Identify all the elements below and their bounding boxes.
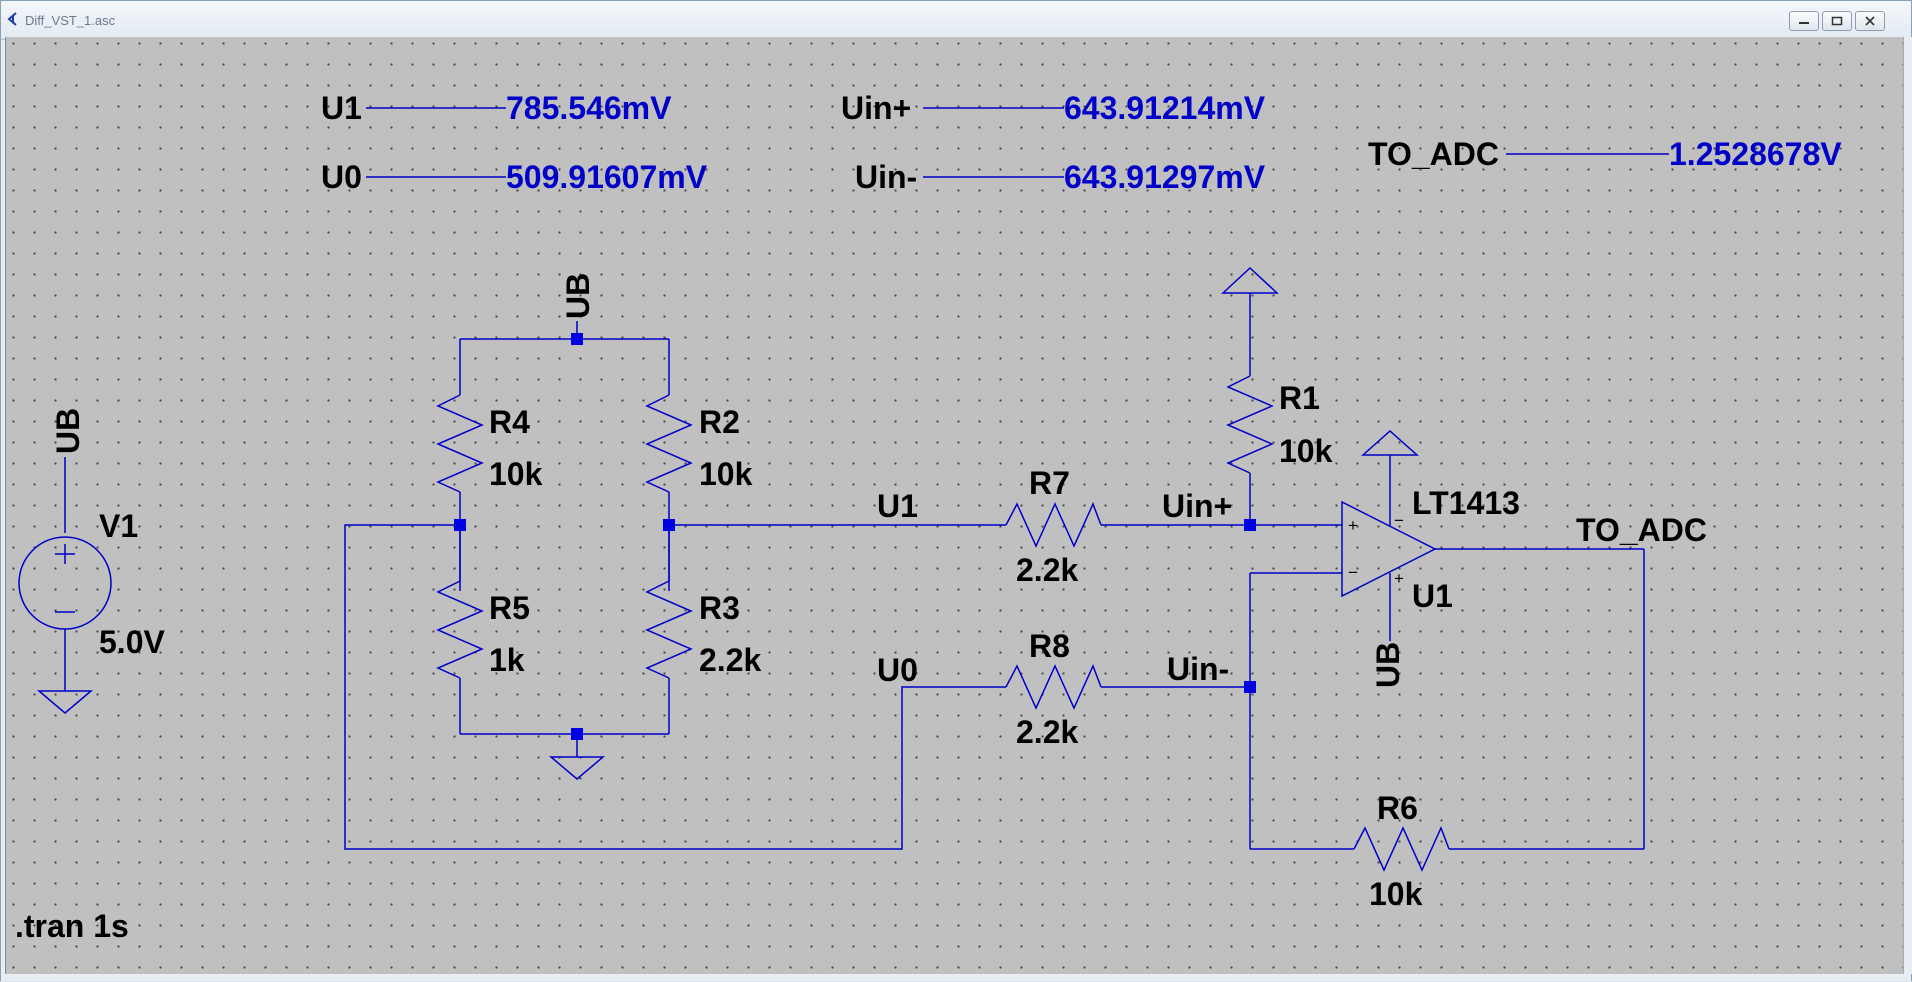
r7-name: R7 (1029, 465, 1070, 501)
r3-value: 2.2k (699, 642, 761, 678)
probe-uin-plus-value: 643.91214mV (1064, 90, 1266, 126)
opamp-pos-supply-sign: + (1394, 569, 1404, 588)
probe-u1-value: 785.546mV (506, 90, 672, 126)
r2-value: 10k (699, 456, 753, 492)
net-label-uin-plus: Uin+ (1162, 488, 1232, 524)
spice-directive[interactable]: .tran 1s (15, 908, 129, 944)
probe-uin-plus-label: Uin+ (841, 90, 911, 126)
r6-name: R6 (1377, 790, 1418, 826)
opamp-name: U1 (1412, 578, 1453, 614)
probe-uin-minus-label: Uin- (855, 159, 917, 195)
probe-to-adc-label: TO_ADC (1368, 136, 1499, 172)
net-label-u0: U0 (877, 652, 918, 688)
window-border-bottom (1, 974, 1911, 981)
ub-label-opamp: UB (1370, 642, 1406, 688)
ub-label-bridge: UB (560, 273, 596, 319)
probe-u0-value: 509.91607mV (506, 159, 708, 195)
probe-to-adc-value: 1.2528678V (1669, 136, 1842, 172)
minimize-button[interactable] (1789, 11, 1819, 31)
supply-arrow-icon (1361, 429, 1419, 456)
r8-value: 2.2k (1016, 714, 1078, 750)
net-label-to-adc: TO_ADC (1576, 512, 1707, 548)
restore-button[interactable] (1822, 11, 1852, 31)
opamp-plus-input-sign: + (1348, 516, 1358, 535)
opamp-symbol[interactable] (1341, 500, 1437, 598)
ltspice-app-icon (7, 12, 17, 26)
r1-resistor[interactable] (1226, 375, 1274, 474)
restore-icon (1831, 16, 1843, 26)
r8-name: R8 (1029, 628, 1070, 664)
opamp-model: LT1413 (1412, 485, 1520, 521)
r5-resistor[interactable] (436, 580, 484, 679)
r5-name: R5 (489, 590, 530, 626)
r4-name: R4 (489, 404, 530, 440)
r1-name: R1 (1279, 380, 1320, 416)
r7-value: 2.2k (1016, 552, 1078, 588)
window-title: Diff_VST_1.asc (25, 13, 116, 28)
r3-name: R3 (699, 590, 740, 626)
schematic-canvas[interactable] (5, 37, 1904, 974)
ground-icon (36, 690, 94, 714)
r7-resistor[interactable] (1005, 502, 1102, 548)
r1-value: 10k (1279, 433, 1333, 469)
v1-name: V1 (99, 508, 138, 544)
probe-u0-label: U0 (321, 159, 362, 195)
probe-uin-minus-value: 643.91297mV (1064, 159, 1266, 195)
net-label-uin-minus: Uin- (1167, 651, 1229, 687)
r6-value: 10k (1369, 876, 1423, 912)
ground-icon (548, 756, 606, 780)
opamp-neg-supply-sign: − (1394, 511, 1404, 530)
minimize-icon (1799, 22, 1809, 24)
r2-name: R2 (699, 404, 740, 440)
r8-resistor[interactable] (1005, 664, 1102, 710)
supply-arrow-icon (1221, 266, 1279, 294)
r4-resistor[interactable] (436, 394, 484, 493)
r2-resistor[interactable] (645, 394, 693, 493)
r3-resistor[interactable] (645, 580, 693, 679)
ub-label-v1: UB (50, 408, 86, 454)
r5-value: 1k (489, 642, 525, 678)
v1-value: 5.0V (99, 624, 165, 660)
net-label-u1: U1 (877, 488, 918, 524)
window-border-right (1903, 37, 1912, 974)
r4-value: 10k (489, 456, 543, 492)
close-button[interactable] (1855, 11, 1885, 31)
opamp-minus-input-sign: − (1348, 563, 1358, 582)
r6-resistor[interactable] (1353, 826, 1450, 872)
close-icon (1865, 16, 1875, 26)
probe-u1-label: U1 (321, 90, 362, 126)
